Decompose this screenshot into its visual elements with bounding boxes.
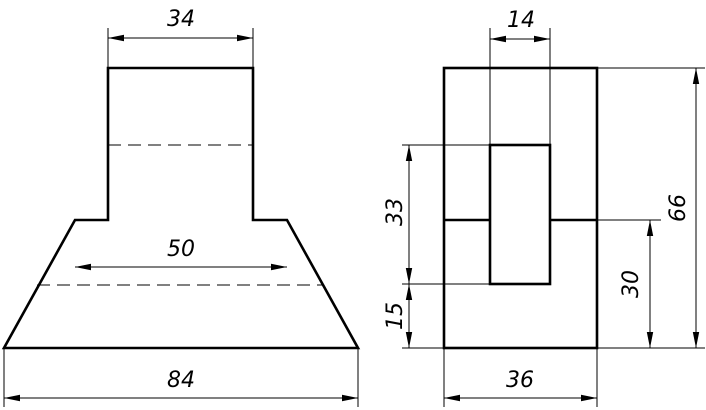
side-view: 14 33 15 30: [383, 8, 705, 407]
dim-step-width-label: 50: [167, 237, 195, 262]
dim-top-width-label: 34: [167, 7, 195, 32]
front-view-outline: [1, 66, 361, 350]
side-view-outline: [442, 66, 599, 350]
dim-total-width-label: 36: [506, 368, 534, 393]
side-view-slot: [488, 143, 552, 286]
dim-slot-width: 14: [489, 8, 551, 145]
front-view: 34 50 84: [1, 7, 361, 407]
dim-total-height: 66: [597, 67, 705, 348]
dim-total-width: 36: [443, 348, 598, 407]
dim-slot-height-label: 33: [383, 198, 408, 226]
dim-slot-width-label: 14: [507, 8, 535, 33]
dim-base-width-label: 84: [167, 368, 195, 393]
dim-step-height-label: 30: [619, 270, 644, 298]
dim-slot-height: 33: [383, 144, 490, 285]
dim-slot-offset-label: 15: [383, 302, 408, 330]
dim-step-height: 30: [597, 219, 705, 349]
dim-top-width: 34: [107, 7, 254, 68]
dim-total-height-label: 66: [666, 194, 691, 222]
dim-slot-offset: 15: [383, 284, 444, 349]
dim-step-width: 50: [75, 237, 287, 271]
dim-base-width: 84: [3, 348, 359, 407]
